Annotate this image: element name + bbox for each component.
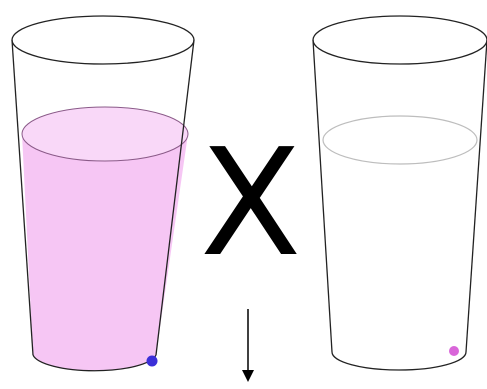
down-arrow-icon xyxy=(242,309,254,382)
right-glass-wall-right xyxy=(466,40,487,352)
right-glass xyxy=(313,16,487,370)
right-glass-rim xyxy=(313,16,487,64)
multiply-sign: X xyxy=(200,138,300,268)
right-glass-wall-left xyxy=(313,40,332,352)
right-waterline xyxy=(323,116,477,164)
left-glass xyxy=(12,16,194,371)
left-liquid-surface xyxy=(22,107,188,161)
left-liquid-body xyxy=(22,134,188,371)
blue-dot-icon xyxy=(147,356,158,367)
left-glass-rim xyxy=(12,16,194,64)
pink-dot-icon xyxy=(449,346,459,356)
right-glass-base xyxy=(332,352,466,370)
